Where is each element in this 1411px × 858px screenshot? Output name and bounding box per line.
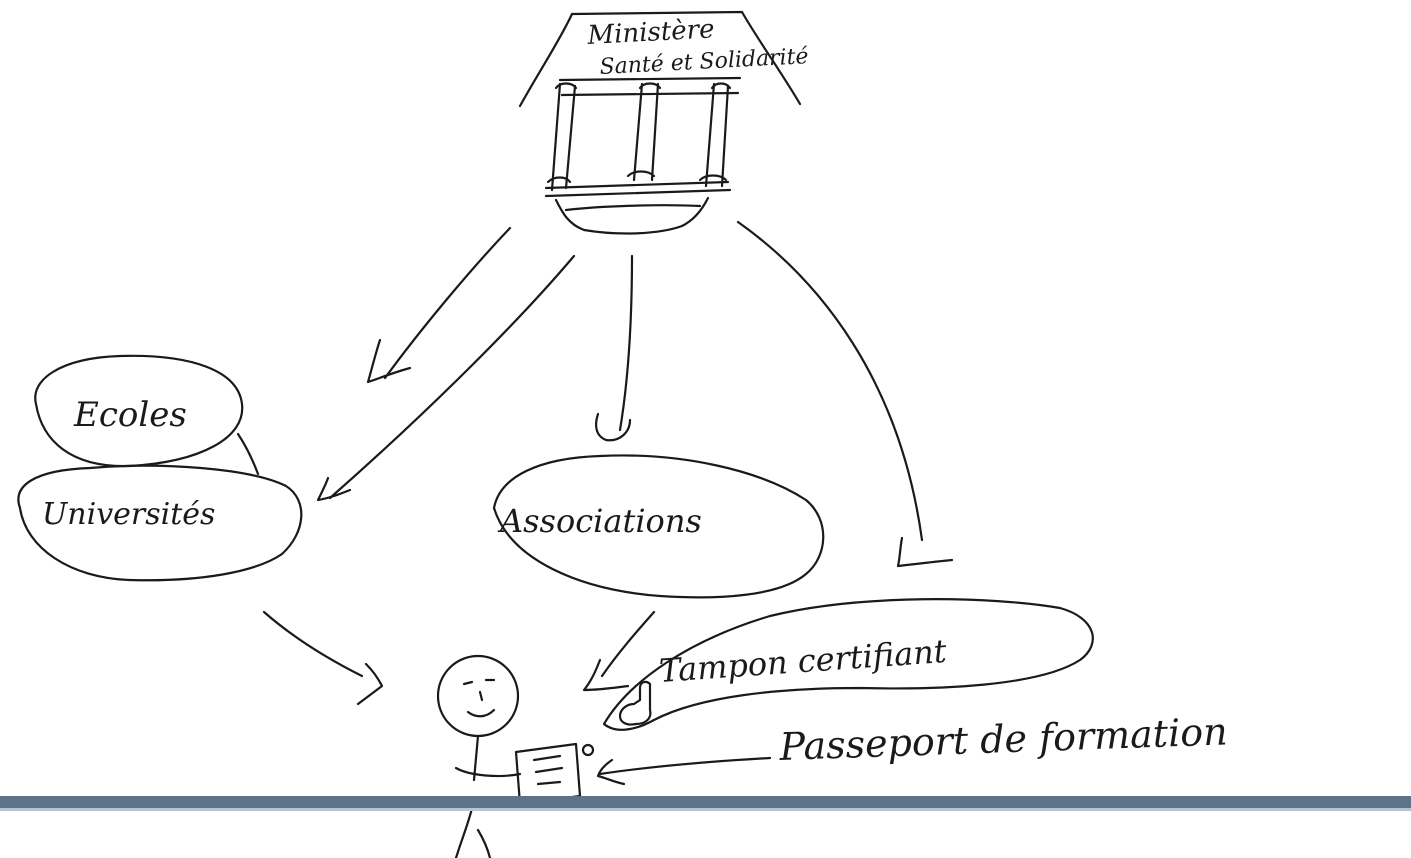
arrow-ministry-to-universities: [316, 254, 576, 502]
arrow-ministry-to-schools: [366, 226, 512, 384]
arrow-ministry-to-associations: [595, 254, 634, 442]
footer-bar-shadow: [0, 808, 1411, 811]
stamp-icon: [618, 680, 652, 726]
arrow-associations-to-person: [582, 610, 656, 692]
schools-node: Ecoles: [34, 354, 244, 468]
ministry-label-line1: Ministère: [586, 14, 715, 51]
person-figure: [436, 654, 522, 858]
associations-node: Associations: [492, 454, 825, 599]
stamp-callout: Tampon certifiant: [602, 598, 1094, 731]
associations-label: Associations: [497, 502, 702, 540]
stamp-label: Tampon certifiant: [658, 632, 948, 690]
universities-node: Universités: [17, 464, 303, 582]
universities-label: Universités: [42, 497, 215, 532]
ministry-building: [518, 10, 802, 235]
passport-booklet-icon: [514, 742, 595, 806]
arrow-ministry-to-stamp: [736, 220, 954, 568]
arrow-universities-to-person: [262, 610, 384, 706]
footer-bar: [0, 796, 1411, 808]
passport-label: Passeport de formation: [778, 709, 1228, 769]
schools-universities-connector: [236, 432, 260, 476]
schools-label: Ecoles: [73, 395, 187, 435]
ministry-label-line2: Santé et Solidarité: [599, 44, 809, 80]
passport-pointer: [596, 756, 772, 786]
